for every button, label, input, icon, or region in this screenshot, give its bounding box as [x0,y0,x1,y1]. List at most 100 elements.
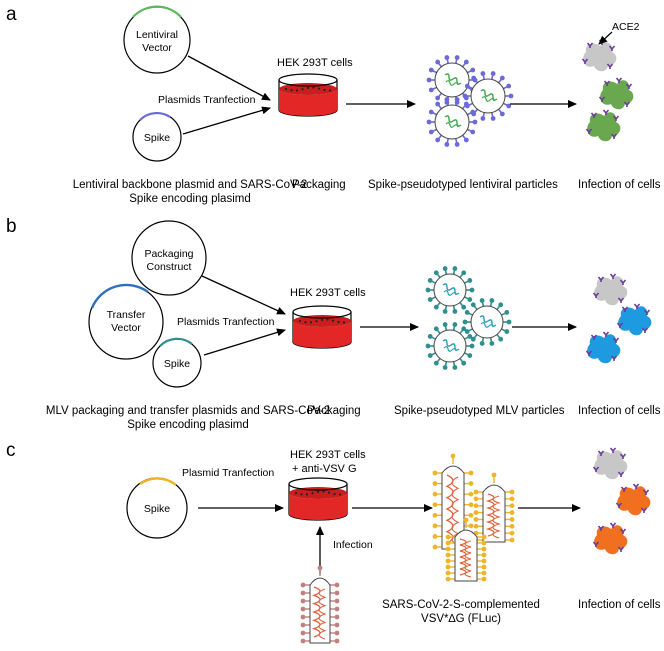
ace2-receptor [615,77,623,83]
plasmid-lentiviral-vector: Lentiviral Vector [123,5,191,74]
spike-protein [509,530,515,536]
spike-protein [498,336,504,342]
ace2-receptor [633,303,641,309]
cell-dot [320,318,324,321]
ace2-receptor [625,83,633,89]
spike-protein [489,341,495,346]
spike-protein [509,510,515,515]
plasmid-label: Spike [164,358,190,370]
spike-protein [469,287,475,293]
spike-protein [426,77,432,83]
panel-a: a Lentiviral Vector Spike Plasmids Tranf… [6,4,661,205]
spike-protein [300,582,306,588]
spike-protein [461,304,467,310]
viral-rna [481,96,495,102]
spike-protein [334,614,340,620]
vsv-helper-virus [300,565,340,644]
ace2-receptor [592,466,600,472]
arrow [187,55,271,101]
ace2-receptor [617,546,625,552]
culture-medium [293,321,351,348]
ace2-receptor [602,331,610,337]
panel-b-letter: b [6,216,17,237]
medium-surface [279,83,337,95]
cell-dot [322,490,325,493]
spike-protein [317,565,323,571]
plasmid-packaging-construct: Packaging Construct [131,220,207,296]
caption: VSV*∆G (FLuc) [421,613,501,625]
host-cell [592,522,628,555]
spike-protein [452,322,458,327]
ace2-receptor [602,109,610,115]
cell-dot [300,493,303,496]
host-cell [592,273,628,306]
spike-protein [490,116,496,121]
spike-protein [490,71,496,76]
ace2-receptor [619,279,627,285]
spike-protein [432,502,438,508]
spike-protein [499,111,505,117]
spike-protein [509,537,515,543]
caption: Infection of cells [578,179,661,191]
cell-dot [294,491,298,495]
host-cell [598,77,634,110]
spike-protein [300,630,306,636]
host-cell [615,483,651,516]
caption: MLV packaging and transfer plasmids and … [46,405,330,417]
cell-body [583,42,617,72]
spike-protein [428,109,434,115]
cell-dot [327,491,331,494]
ace2-receptor [598,96,606,102]
ace2-receptor [640,507,648,513]
spike-protein [442,322,448,327]
ace2-receptor [609,273,617,279]
spike-protein [427,353,433,358]
ace2-receptor [592,541,600,547]
plasmid-label: Packaging [144,248,193,260]
plasmid-spike: Spike [132,112,182,162]
spike-protein [444,55,450,60]
spike-protein [425,287,431,293]
spike-protein [334,622,340,628]
ace2-receptor [609,522,617,528]
plasmid-label: Construct [147,261,192,273]
infected-cells [581,39,634,142]
spike-protein [509,489,515,495]
spike-protein [463,101,469,107]
ace2-receptor [642,489,650,495]
culture-medium [279,89,337,116]
spike-protein [435,137,441,143]
ace2-receptor [585,128,593,134]
spike-protein [454,55,460,60]
spike-protein [444,97,450,102]
culture-dish [292,305,352,349]
ace2-receptor [585,350,593,356]
dish-rim [292,305,352,319]
cell-body [587,112,621,142]
spike-protein [300,590,306,596]
arrow [201,275,286,315]
infection-label: Infection [333,539,373,551]
spike-protein [470,302,476,308]
caption: Infection of cells [578,599,661,611]
viral-rna [443,290,457,296]
spike-protein [463,517,469,523]
spike-protein [452,365,458,370]
spike-protein [435,95,441,101]
spike-protein [334,598,340,604]
plasmid-label: Transfer [107,309,146,321]
envelope [309,577,331,644]
viral-particle [445,517,487,582]
vsv-particles [432,453,515,582]
viral-rna [445,122,459,128]
cell-dot [284,87,288,91]
spike-protein [464,329,470,334]
spike-protein [506,319,512,325]
spike-protein [300,598,306,604]
plasmid-label: Lentiviral [136,29,178,41]
ace2-receptor [608,45,616,51]
spike-protein [509,496,515,502]
spike-protein [442,365,448,370]
spike-protein [499,75,505,81]
spike-protein [462,93,468,99]
